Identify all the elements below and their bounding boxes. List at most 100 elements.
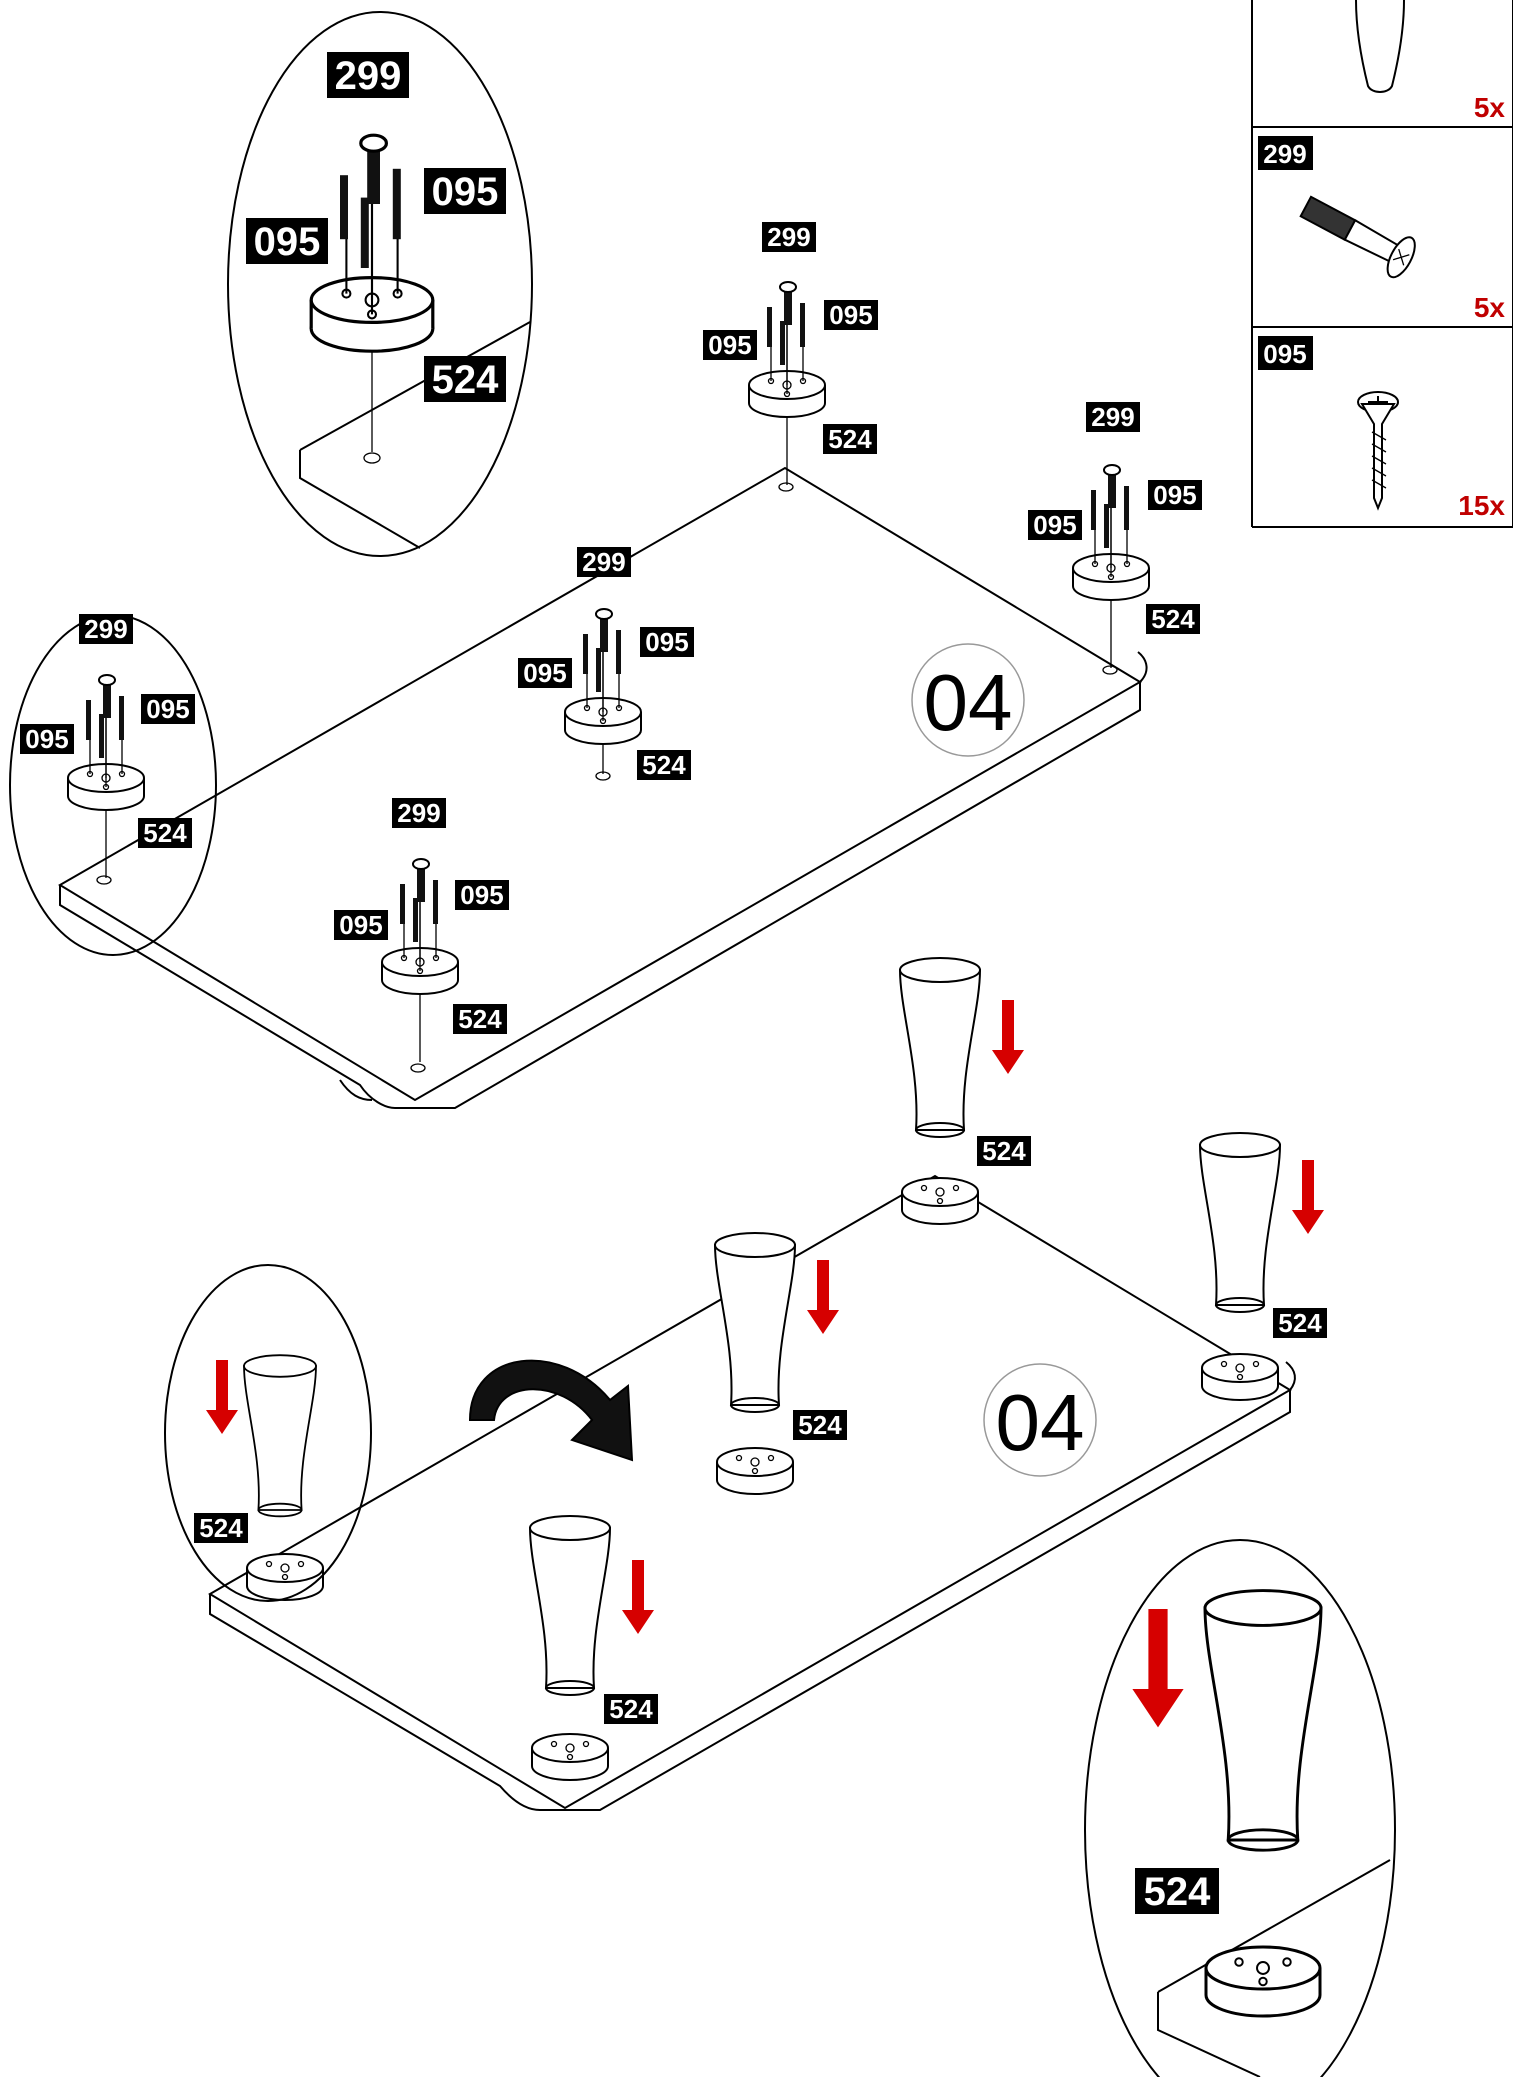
- svg-text:095: 095: [339, 910, 382, 940]
- label-524-detail: 524: [424, 356, 506, 402]
- svg-text:524: 524: [1151, 604, 1195, 634]
- parts-bolt-code: 299: [1258, 136, 1313, 170]
- label-524-detail-right: 524: [1135, 1868, 1219, 1914]
- label-095-f4-left: 095: [20, 724, 74, 754]
- svg-text:524: 524: [199, 1513, 243, 1543]
- red-arrow-4: [622, 1560, 654, 1634]
- top-foot-2: [1072, 464, 1150, 668]
- label-524-f5: 524: [453, 1004, 507, 1034]
- label-524-b5: 524: [604, 1694, 658, 1724]
- label-524-f1: 524: [823, 424, 877, 454]
- label-095-f5-right: 095: [455, 880, 509, 910]
- label-299-detail: 299: [327, 52, 409, 98]
- label-524-f4: 524: [138, 818, 192, 848]
- detail-callout-bottom-left: [164, 1264, 372, 1602]
- label-524-b2: 524: [1273, 1308, 1327, 1338]
- svg-text:524: 524: [432, 358, 499, 402]
- label-524-b4: 524: [194, 1513, 248, 1543]
- parts-leg-icon: [1355, 0, 1405, 93]
- bottom-leg-1: [899, 957, 981, 1138]
- top-foot-1: [748, 281, 826, 485]
- parts-leg-qty: 5x: [1474, 92, 1506, 123]
- svg-text:095: 095: [645, 627, 688, 657]
- top-foot-4: [67, 674, 145, 878]
- svg-text:04: 04: [924, 658, 1013, 747]
- svg-text:095: 095: [432, 170, 499, 214]
- label-524-b1: 524: [977, 1136, 1031, 1166]
- label-095-f3-right: 095: [640, 627, 694, 657]
- svg-text:095: 095: [460, 880, 503, 910]
- label-299-f3: 299: [577, 547, 631, 577]
- label-095-f2-left: 095: [1028, 510, 1082, 540]
- svg-text:095: 095: [708, 330, 751, 360]
- svg-text:524: 524: [798, 1410, 842, 1440]
- svg-text:095: 095: [523, 658, 566, 688]
- bottom-foot-3: [716, 1447, 794, 1495]
- label-095-f3-left: 095: [518, 658, 572, 688]
- parts-bolt-qty: 5x: [1474, 292, 1506, 323]
- label-299-f4: 299: [79, 614, 133, 644]
- parts-screw-code: 095: [1258, 336, 1313, 370]
- bottom-leg-3: [714, 1232, 796, 1413]
- parts-screw-icon: [1357, 391, 1399, 511]
- label-095-f4-right: 095: [141, 694, 195, 724]
- svg-text:524: 524: [982, 1136, 1026, 1166]
- svg-text:095: 095: [146, 694, 189, 724]
- bottom-foot-1: [901, 1177, 979, 1225]
- svg-text:04: 04: [996, 1378, 1085, 1467]
- svg-text:299: 299: [84, 614, 127, 644]
- label-095-detail-right: 095: [424, 168, 506, 214]
- red-arrow-3: [807, 1260, 839, 1334]
- bottom-foot-2: [1201, 1353, 1279, 1401]
- bottom-leg-4: [529, 1515, 611, 1696]
- top-board: [58, 466, 1148, 1109]
- svg-text:524: 524: [828, 424, 872, 454]
- label-299-f1: 299: [762, 222, 816, 252]
- parts-list-box: [1251, 0, 1513, 528]
- flip-arrow-icon: [468, 1359, 634, 1462]
- svg-text:095: 095: [254, 220, 321, 264]
- label-095-f1-right: 095: [824, 300, 878, 330]
- label-095-f2-right: 095: [1148, 480, 1202, 510]
- svg-text:095: 095: [1263, 339, 1306, 369]
- bottom-foot-4: [246, 1553, 324, 1601]
- svg-text:095: 095: [1153, 480, 1196, 510]
- parts-screw-qty: 15x: [1458, 490, 1505, 521]
- top-foot-5: [381, 858, 459, 1062]
- svg-text:299: 299: [335, 54, 402, 98]
- bottom-foot-5: [531, 1733, 609, 1781]
- detail-callout-bottom-right: [1084, 1539, 1396, 2077]
- parts-bolt-icon: [1299, 195, 1416, 279]
- step-number-top: 04: [911, 643, 1025, 757]
- svg-text:299: 299: [1263, 139, 1306, 169]
- bottom-leg-2: [1199, 1132, 1281, 1313]
- svg-text:524: 524: [609, 1694, 653, 1724]
- label-524-b3: 524: [793, 1410, 847, 1440]
- bottom-board: [208, 1174, 1296, 1811]
- label-299-f5: 299: [392, 798, 446, 828]
- red-arrow-1: [992, 1000, 1024, 1074]
- svg-text:299: 299: [1091, 402, 1134, 432]
- svg-text:524: 524: [143, 818, 187, 848]
- svg-text:299: 299: [767, 222, 810, 252]
- svg-text:095: 095: [1033, 510, 1076, 540]
- label-524-f2: 524: [1146, 604, 1200, 634]
- label-095-f5-left: 095: [334, 910, 388, 940]
- red-arrow-2: [1292, 1160, 1324, 1234]
- detail-callout-top: [227, 11, 533, 557]
- svg-text:524: 524: [642, 750, 686, 780]
- top-foot-3: [564, 608, 642, 774]
- label-095-detail-left: 095: [246, 218, 328, 264]
- svg-text:299: 299: [582, 547, 625, 577]
- svg-text:524: 524: [1144, 1870, 1211, 1914]
- label-524-f3: 524: [637, 750, 691, 780]
- label-299-f2: 299: [1086, 402, 1140, 432]
- label-095-f1-left: 095: [703, 330, 757, 360]
- svg-text:524: 524: [458, 1004, 502, 1034]
- step-number-bottom: 04: [983, 1363, 1097, 1477]
- svg-text:095: 095: [829, 300, 872, 330]
- svg-text:524: 524: [1278, 1308, 1322, 1338]
- svg-text:095: 095: [25, 724, 68, 754]
- svg-text:299: 299: [397, 798, 440, 828]
